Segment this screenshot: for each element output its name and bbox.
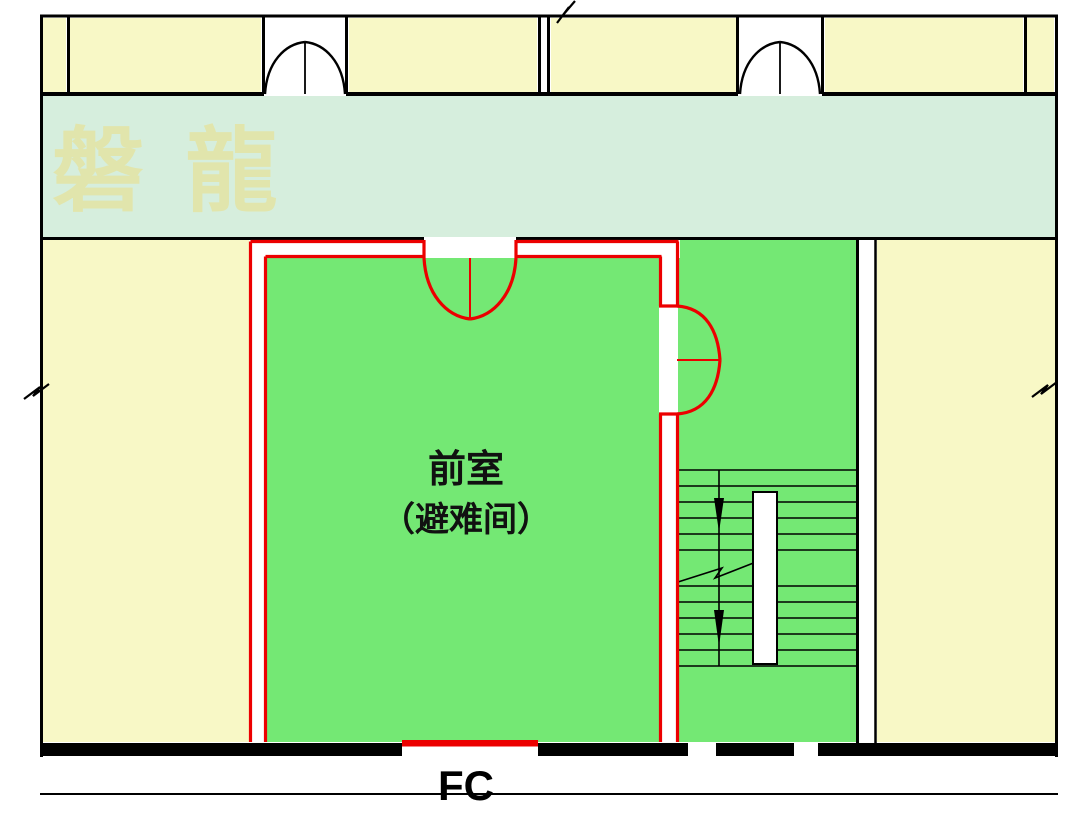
room-right [877, 240, 1056, 742]
break-mark-left [23, 383, 50, 400]
staircase [677, 469, 856, 667]
red-fire-wall [248, 239, 722, 742]
top-room [349, 18, 537, 92]
top-room [70, 18, 261, 92]
top-room [551, 18, 737, 92]
top-room [1027, 18, 1054, 92]
top-room [825, 18, 1023, 92]
fire-shutter-line [402, 740, 538, 747]
stair-arrow-up [714, 498, 724, 532]
corridor [42, 96, 1056, 237]
top-room [43, 18, 66, 92]
refuge-room-label: 前室 [428, 448, 504, 491]
watermark-text: 磐 龍 [52, 121, 286, 223]
room-left [43, 240, 249, 742]
stair-arrow-down [714, 610, 724, 646]
break-marks [23, 0, 1058, 400]
top-strip-rooms [43, 18, 1054, 92]
stair-stringer [752, 491, 778, 665]
break-mark-top [556, 0, 576, 24]
refuge-top-door-symbol [422, 257, 518, 321]
double-door-symbol [738, 40, 822, 95]
refuge-room-sublabel: （避难间） [381, 500, 551, 539]
fc-label: FC [438, 762, 494, 809]
double-door-symbol [263, 40, 347, 95]
bottom-wall [40, 743, 1058, 756]
black-walls [40, 14, 1058, 757]
break-mark-right [1031, 381, 1058, 398]
red-wall-cavity [249, 240, 680, 743]
refuge-room [252, 240, 678, 742]
double-door-symbols-black [263, 40, 822, 95]
refuge-side-door-symbol [676, 304, 722, 416]
